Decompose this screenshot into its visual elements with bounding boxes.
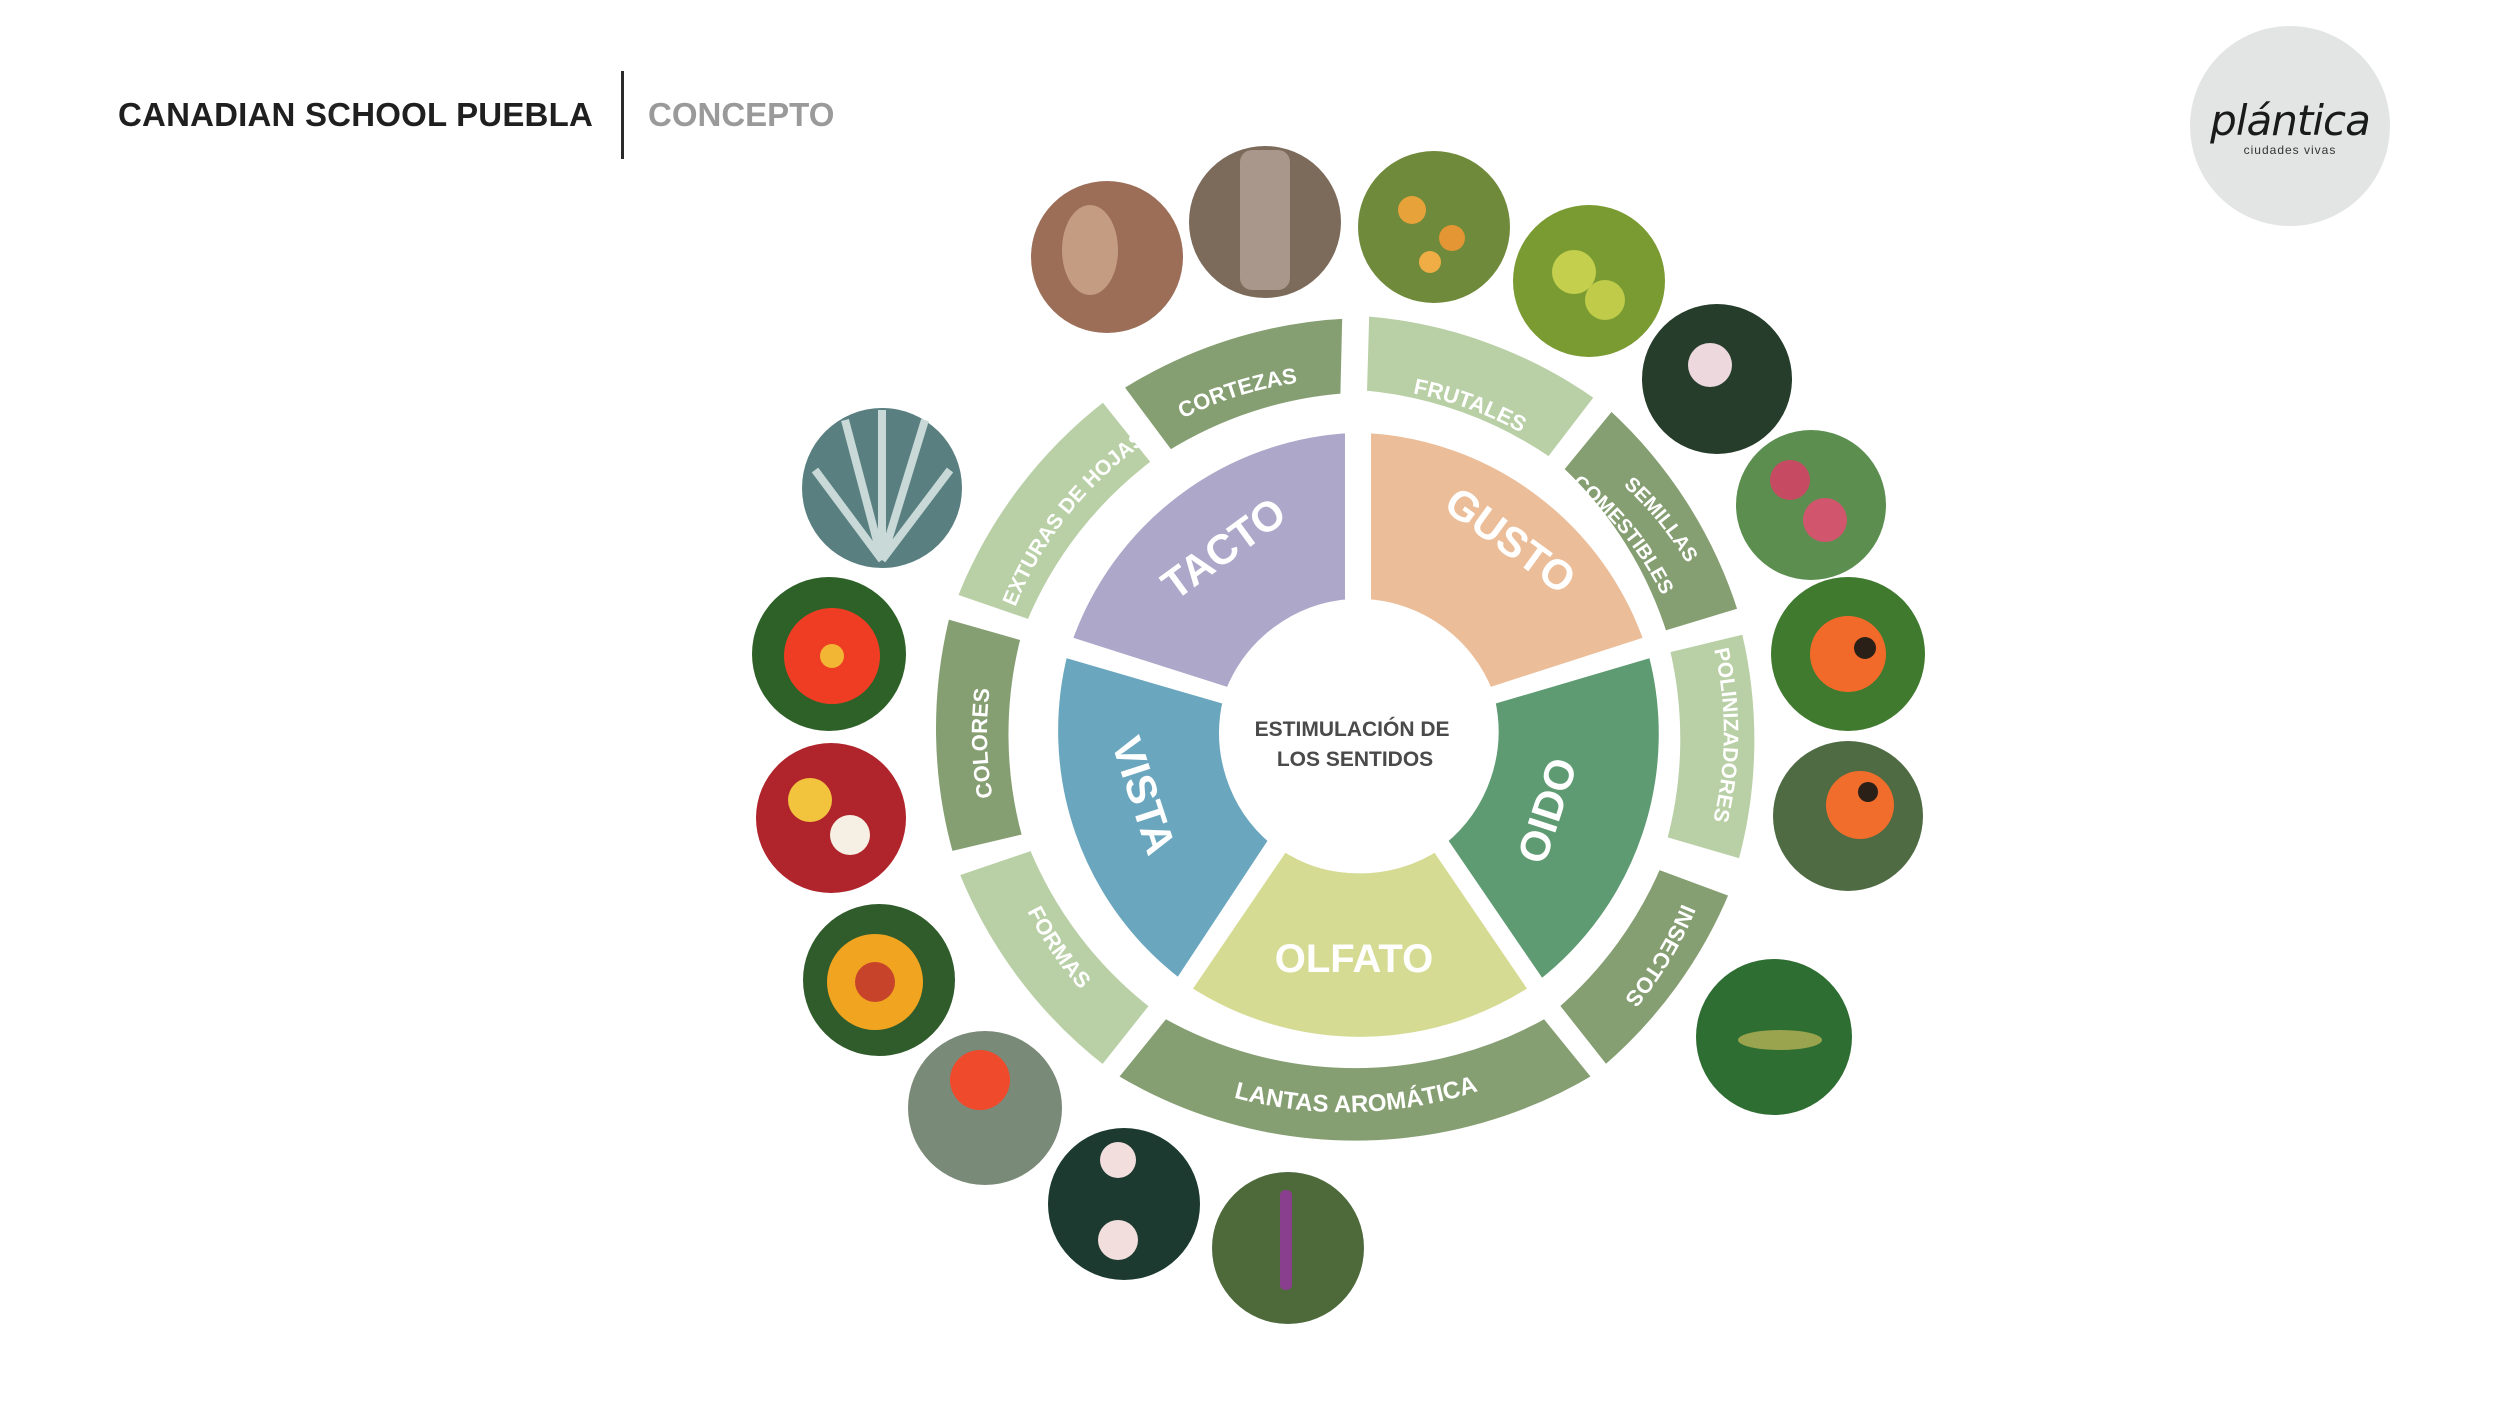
orange-fruit-2 xyxy=(1439,225,1465,251)
white-star-flowers-photo xyxy=(1048,1128,1200,1280)
category-segment-semillas xyxy=(1551,397,1750,643)
bee-cactus-flower-petals xyxy=(1826,771,1894,839)
orange-fruit-3 xyxy=(1419,251,1441,273)
category-segment-polinizadores xyxy=(1655,622,1765,871)
orange-fruit-tree-photo xyxy=(1358,151,1510,303)
red-tubular-flowers-detail xyxy=(950,1050,1010,1110)
page-title: CANADIAN SCHOOL PUEBLA xyxy=(118,96,593,133)
header-divider xyxy=(620,71,624,159)
white-star-flower-2 xyxy=(1098,1220,1138,1260)
bee-orange-flower-petals xyxy=(1810,616,1886,692)
category-segment-insectos xyxy=(1546,857,1742,1079)
sense-ring xyxy=(1048,422,1669,1047)
header: CANADIAN SCHOOL PUEBLA CONCEPTO xyxy=(118,70,834,160)
category-segment-formas xyxy=(947,838,1163,1078)
sense-segment-oido xyxy=(1435,645,1669,993)
bark-trunk-detail xyxy=(1240,150,1290,290)
category-segment-colores xyxy=(926,607,1034,863)
orange-fruit-1 xyxy=(1398,196,1426,224)
logo-brand: plántica xyxy=(2210,96,2371,145)
prickly-pear-fruit-2 xyxy=(1803,498,1847,542)
spiky-leaves-detail xyxy=(811,410,954,563)
category-segment-frutales xyxy=(1356,305,1608,470)
center-title: ESTIMULACIÓN DE LOS SENTIDOS xyxy=(1255,717,1456,771)
sense-segment-gusto xyxy=(1361,422,1656,700)
category-ring xyxy=(926,305,1765,1151)
green-fruit-1 xyxy=(1552,250,1596,294)
purple-sage-stem xyxy=(1280,1190,1292,1290)
sense-segment-tacto xyxy=(1060,422,1355,700)
center-line-2: LOS SENTIDOS xyxy=(1277,748,1433,771)
category-label-texturas: TEXTURAS DE HOJAS xyxy=(0,0,1149,609)
photo-ring xyxy=(752,146,1925,1324)
center-circle xyxy=(1227,617,1483,873)
center-line-1: ESTIMULACIÓN DE xyxy=(1255,717,1450,741)
category-segment-plantas xyxy=(1104,1006,1606,1151)
red-orange-flower-center xyxy=(820,644,844,668)
bee-cactus-flower-bee xyxy=(1858,782,1878,802)
plantica-logo: plántica ciudades vivas xyxy=(2190,26,2390,226)
category-segment-cortezas xyxy=(1110,308,1353,463)
section-title: CONCEPTO xyxy=(647,96,835,133)
sense-label-olfato: OLFATO xyxy=(1275,937,1434,981)
pansies-detail-1 xyxy=(788,778,832,822)
bee-orange-flower-bee xyxy=(1854,637,1876,659)
bark-peeling-detail xyxy=(1062,205,1118,295)
logo-tagline: ciudades vivas xyxy=(2243,143,2337,157)
pansies-photo xyxy=(756,743,906,893)
white-star-flower-1 xyxy=(1100,1142,1136,1178)
pansies-detail-2 xyxy=(830,815,870,855)
category-segment-texturas xyxy=(945,388,1165,632)
green-fruit-2 xyxy=(1585,280,1625,320)
white-flower-cluster-detail xyxy=(1688,343,1732,387)
grasshopper-body xyxy=(1738,1030,1822,1050)
marigold-center xyxy=(855,962,895,1002)
prickly-pear-fruit-1 xyxy=(1770,460,1810,500)
